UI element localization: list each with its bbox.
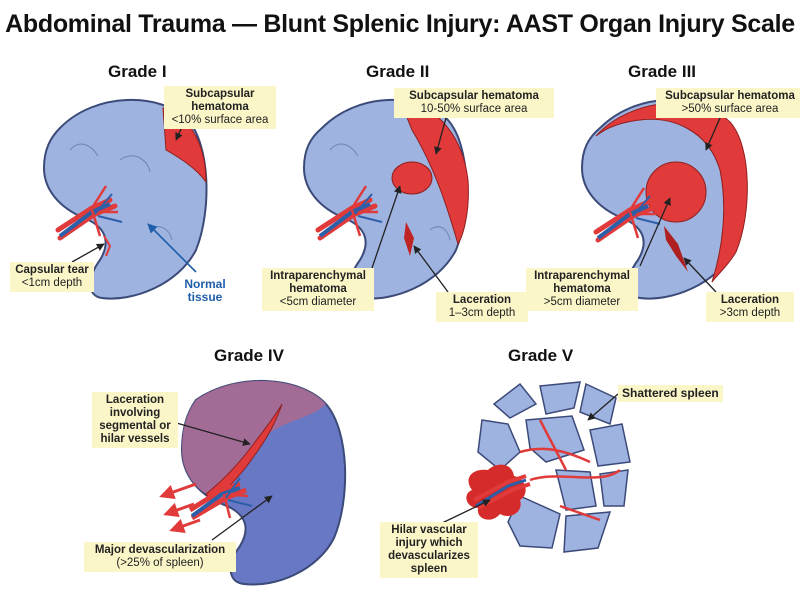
label-line: Laceration bbox=[105, 394, 165, 406]
label-line: Subcapsular bbox=[185, 88, 255, 100]
label-line: hematoma bbox=[191, 101, 249, 113]
grade-3-laceration-label: Laceration >3cm depth bbox=[706, 292, 794, 322]
diagram-title: Abdominal Trauma — Blunt Splenic Injury:… bbox=[5, 10, 795, 38]
grade-2-hematoma-label: Subcapsular hematoma 10-50% surface area bbox=[394, 88, 554, 118]
grade-3-heading: Grade III bbox=[628, 62, 697, 81]
label-line: >5cm diameter bbox=[543, 296, 621, 308]
grade-2-intraparenchymal-label: Intraparenchymal hematoma <5cm diameter bbox=[262, 268, 374, 311]
label-line: segmental or bbox=[99, 420, 171, 432]
grade-5-shattered-label: Shattered spleen bbox=[618, 385, 723, 402]
label-line: devascularizes bbox=[388, 550, 470, 562]
label-line: involving bbox=[109, 407, 161, 419]
grade-2-spleen bbox=[302, 98, 469, 300]
label-line: Intraparenchymal bbox=[534, 270, 630, 282]
label-line: Subcapsular hematoma bbox=[665, 90, 795, 102]
label-line: Hilar vascular bbox=[391, 524, 467, 536]
label-line: Laceration bbox=[452, 294, 512, 306]
grade-1-normal-tissue-label: Normal tissue bbox=[180, 278, 230, 304]
label-line: hematoma bbox=[553, 283, 611, 295]
label-line: Capsular tear bbox=[15, 264, 89, 276]
label-line: <5cm diameter bbox=[279, 296, 357, 308]
grade-4-laceration-label: Laceration involving segmental or hilar … bbox=[92, 392, 178, 448]
grade-3-hematoma-label: Subcapsular hematoma >50% surface area bbox=[656, 88, 800, 118]
grade-5-spleen bbox=[466, 381, 631, 553]
grade-1-hematoma-label: Subcapsular hematoma <10% surface area bbox=[164, 86, 276, 129]
label-line: Major devascularization bbox=[94, 544, 226, 556]
grade-3-intraparenchymal-label: Intraparenchymal hematoma >5cm diameter bbox=[526, 268, 638, 311]
grade-1-tear-label: Capsular tear <1cm depth bbox=[10, 262, 94, 292]
grade-5-heading: Grade V bbox=[508, 346, 574, 365]
label-line: Subcapsular hematoma bbox=[409, 90, 539, 102]
label-line: >3cm depth bbox=[719, 307, 781, 319]
label-line: <1cm depth bbox=[21, 277, 83, 289]
grade-1-heading: Grade I bbox=[108, 62, 167, 81]
label-line: spleen bbox=[410, 563, 448, 575]
label-line: injury which bbox=[395, 537, 463, 549]
grade-4-devascularization-label: Major devascularization (>25% of spleen) bbox=[84, 542, 236, 572]
label-line: >50% surface area bbox=[681, 103, 779, 115]
label-line: Normal bbox=[184, 277, 226, 291]
grade-2-laceration-label: Laceration 1–3cm depth bbox=[436, 292, 528, 322]
grade-5-hilar-label: Hilar vascular injury which devasculariz… bbox=[380, 522, 478, 578]
label-line: Intraparenchymal bbox=[270, 270, 366, 282]
label-line: (>25% of spleen) bbox=[116, 557, 204, 569]
grade-4-spleen bbox=[180, 379, 347, 586]
label-line: 10-50% surface area bbox=[420, 103, 528, 115]
grade-4-heading: Grade IV bbox=[214, 346, 284, 365]
label-line: hematoma bbox=[289, 283, 347, 295]
label-line: Laceration bbox=[720, 294, 780, 306]
label-line: 1–3cm depth bbox=[448, 307, 516, 319]
label-line: tissue bbox=[187, 290, 223, 304]
label-line: hilar vessels bbox=[100, 433, 170, 445]
label-line: <10% surface area bbox=[171, 114, 269, 126]
grade-2-heading: Grade II bbox=[366, 62, 430, 81]
